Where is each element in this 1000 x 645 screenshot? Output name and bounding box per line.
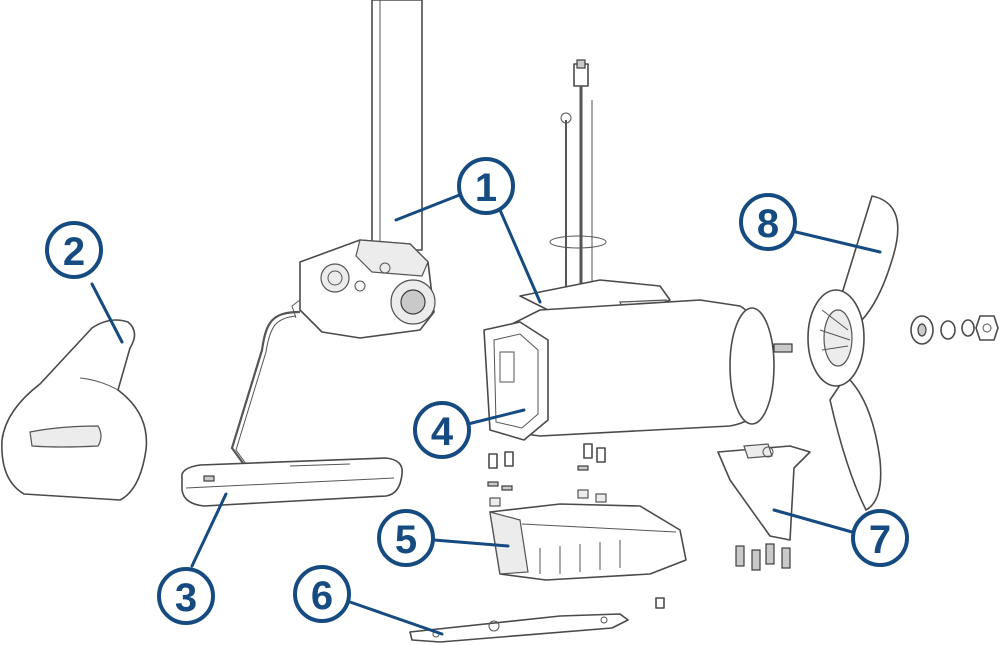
leader-3 <box>190 492 228 568</box>
leader-4 <box>466 408 526 426</box>
callout-6-label: 6 <box>311 574 333 618</box>
callout-1: 1 <box>457 157 515 215</box>
leader-1b <box>498 208 542 304</box>
callout-2: 2 <box>45 221 103 279</box>
callout-6-ring <box>293 565 351 623</box>
callout-2-ring <box>45 221 103 279</box>
callout-4-label: 4 <box>431 410 454 454</box>
callout-4: 4 <box>413 401 471 459</box>
callout-7: 7 <box>851 509 909 567</box>
callout-8: 8 <box>739 193 797 251</box>
leader-2 <box>90 282 124 344</box>
skeg-fin <box>717 443 811 541</box>
shaft-and-bracket <box>291 0 436 339</box>
transducer-puck <box>181 457 403 507</box>
side-cover <box>1 319 148 501</box>
leader-7 <box>772 508 854 534</box>
screws-set-b <box>735 543 791 571</box>
bottom-plate <box>409 613 629 643</box>
callout-7-label: 7 <box>869 518 891 562</box>
callout-4-ring <box>413 401 471 459</box>
callout-5: 5 <box>377 509 435 567</box>
callout-8-label: 8 <box>757 202 779 246</box>
screws-set-a <box>487 443 607 507</box>
leader-8 <box>794 230 882 254</box>
callout-3: 3 <box>157 567 215 625</box>
callout-5-label: 5 <box>395 518 417 562</box>
callout-6: 6 <box>293 565 351 623</box>
leader-6 <box>348 600 444 636</box>
callout-1-ring <box>457 157 515 215</box>
propeller <box>807 195 999 511</box>
callout-2-label: 2 <box>63 230 85 274</box>
callout-3-ring <box>157 567 215 625</box>
leader-1a <box>394 192 464 222</box>
motor-housing <box>483 59 793 441</box>
callout-5-ring <box>377 509 435 567</box>
base-tray <box>489 503 687 609</box>
leader-lines <box>90 192 882 636</box>
callout-7-ring <box>851 509 909 567</box>
leader-5 <box>432 538 510 548</box>
callout-1-label: 1 <box>475 166 497 210</box>
callout-3-label: 3 <box>175 576 197 620</box>
callout-8-ring <box>739 193 797 251</box>
